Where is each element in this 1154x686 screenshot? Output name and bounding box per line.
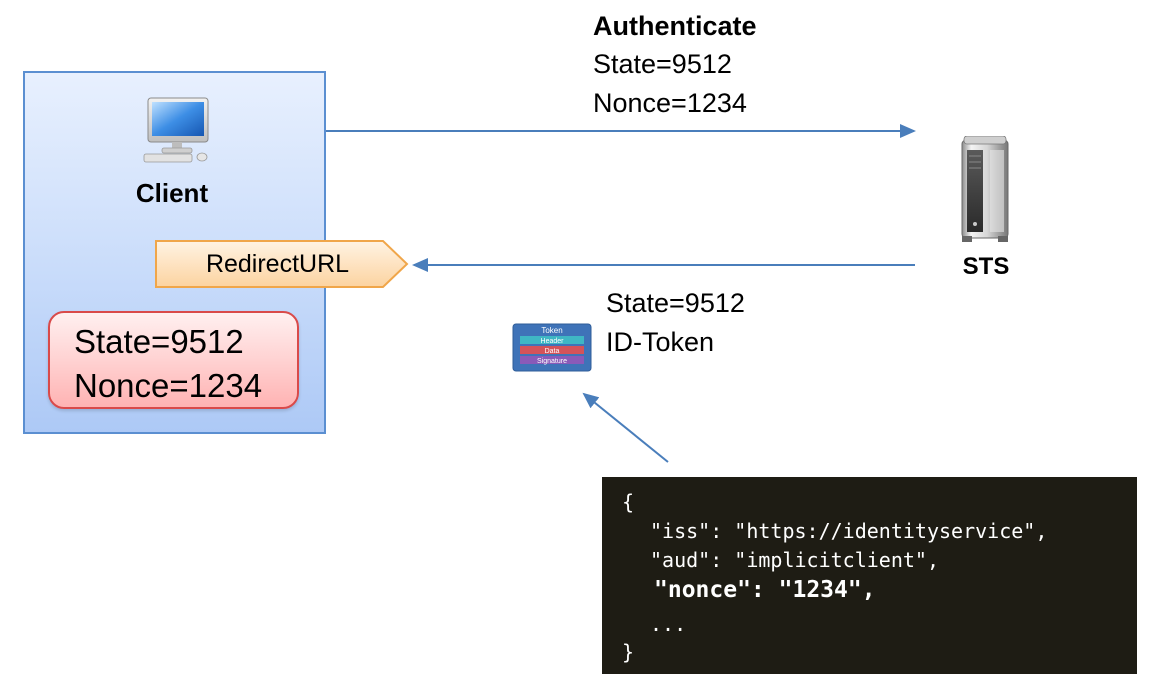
response-id-token: ID-Token <box>606 327 715 357</box>
server-tower-icon <box>956 135 1018 244</box>
code-close-brace: } <box>622 640 635 664</box>
token-icon-signature: Signature <box>537 358 567 365</box>
client-label: Client <box>135 178 209 208</box>
token-icon-title: Token <box>541 326 562 335</box>
client-state-box: State=9512 Nonce=1234 <box>48 311 299 409</box>
id-token-json-block: { "iss": "https://identityservice", "aud… <box>602 477 1137 674</box>
client-state-value: State=9512 <box>74 323 244 360</box>
code-ellipsis: ... <box>650 612 687 636</box>
code-open-brace: { <box>622 490 635 514</box>
token-icon: Token Header Data Signature <box>512 323 592 373</box>
authenticate-title: Authenticate <box>593 11 757 41</box>
token-content-arrow <box>582 392 669 463</box>
code-aud-line: "aud": "implicitclient", <box>650 548 939 572</box>
redirect-url-tag: RedirectURL <box>155 240 410 288</box>
token-icon-data: Data <box>545 348 560 355</box>
client-nonce-value: Nonce=1234 <box>74 367 263 404</box>
token-icon-header: Header <box>541 338 565 345</box>
code-iss-line: "iss": "https://identityservice", <box>650 519 1048 543</box>
sts-label: STS <box>962 253 1010 280</box>
redirect-url-label: RedirectURL <box>205 250 350 278</box>
desktop-computer-icon <box>140 96 212 164</box>
code-nonce-line: "nonce": "1234", <box>654 577 876 603</box>
authenticate-nonce: Nonce=1234 <box>593 88 747 118</box>
response-state: State=9512 <box>606 288 745 318</box>
authenticate-state: State=9512 <box>593 49 732 79</box>
